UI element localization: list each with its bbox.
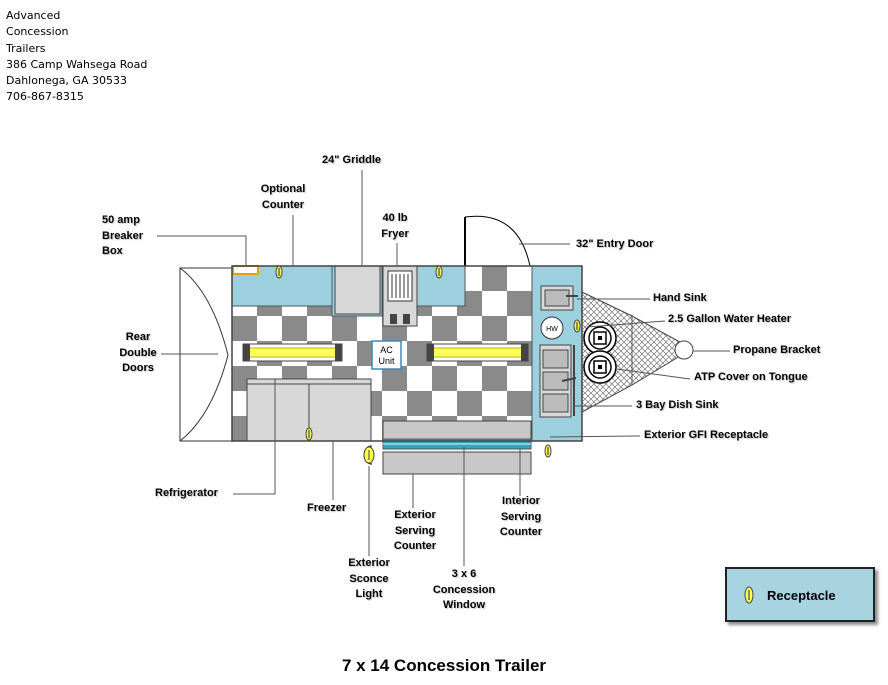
exterior-serving-counter [382, 451, 532, 475]
concession-window-label: 3 x 6 Concession Window [432, 568, 496, 611]
leader-lines [157, 170, 730, 566]
exterior-serving-counter-label: Exterior Serving Counter [393, 509, 437, 552]
legend: Receptacle [725, 567, 875, 622]
propane-tanks [583, 321, 617, 384]
fryer-label: 40 lb Fryer [381, 212, 409, 240]
griddle [334, 265, 381, 315]
ceiling-light-right [426, 343, 529, 362]
ac-label-2: Unit [378, 356, 395, 366]
company-phone: 706-867-8315 [6, 90, 84, 104]
freezer-label: Freezer [307, 502, 347, 514]
trailer-outline [231, 265, 583, 442]
company-line-1: Advanced [6, 9, 61, 22]
breaker-box [232, 265, 259, 275]
company-city: Dahlonega, GA 30533 [6, 74, 127, 88]
sconce-light-label: Exterior Sconce Light [348, 557, 390, 600]
sconce-light-icon [363, 445, 375, 465]
receptacle-icon [573, 319, 581, 333]
diagram-title: 7 x 14 Concession Trailer [341, 656, 547, 675]
rear-doors-label: Rear Double Doors [119, 331, 157, 374]
atp-cover-label: ATP Cover on Tongue [694, 371, 808, 383]
refrigerator-freezer [246, 378, 372, 442]
legend-label: Receptacle [767, 588, 836, 603]
company-line-3: Trailers [6, 41, 46, 55]
rear-door-swing-arc [179, 267, 229, 442]
company-line-2: Concession [6, 25, 69, 39]
receptacle-icon [544, 444, 552, 458]
company-header: Advanced Concession Trailers 386 Camp Wa… [6, 8, 147, 106]
refrigerator-label: Refrigerator [155, 487, 218, 499]
griddle-label: 24" Griddle [322, 154, 382, 166]
water-heater: HW [540, 316, 564, 340]
company-street: 386 Camp Wahsega Road [6, 57, 148, 71]
ac-label-1: AC [380, 345, 393, 355]
ac-unit: AC Unit [371, 340, 402, 370]
fryer [382, 265, 418, 327]
ceiling-light-left [242, 343, 343, 362]
receptacle-icon [744, 586, 754, 604]
receptacle-icon [275, 265, 283, 279]
entry-door-label: 32" Entry Door [576, 238, 654, 250]
gfi-label: Exterior GFI Receptacle [644, 429, 769, 441]
entry-door [464, 215, 531, 267]
receptacle-icon [435, 265, 443, 279]
interior-serving-counter [382, 420, 532, 440]
optional-counter-label: Optional Counter [260, 183, 306, 211]
propane-bracket-label: Propane Bracket [733, 344, 821, 356]
hand-sink [540, 285, 578, 311]
side-counter [416, 265, 466, 307]
hw-label: HW [546, 326, 558, 333]
hand-sink-label: Hand Sink [653, 292, 707, 304]
interior-serving-counter-label: Interior Serving Counter [499, 495, 543, 538]
water-heater-label: 2.5 Gallon Water Heater [668, 313, 792, 325]
breaker-box-label: 50 amp Breaker Box [102, 214, 143, 257]
dish-sink [539, 344, 577, 418]
receptacle-icon [305, 427, 313, 441]
dish-sink-label: 3 Bay Dish Sink [636, 399, 719, 411]
